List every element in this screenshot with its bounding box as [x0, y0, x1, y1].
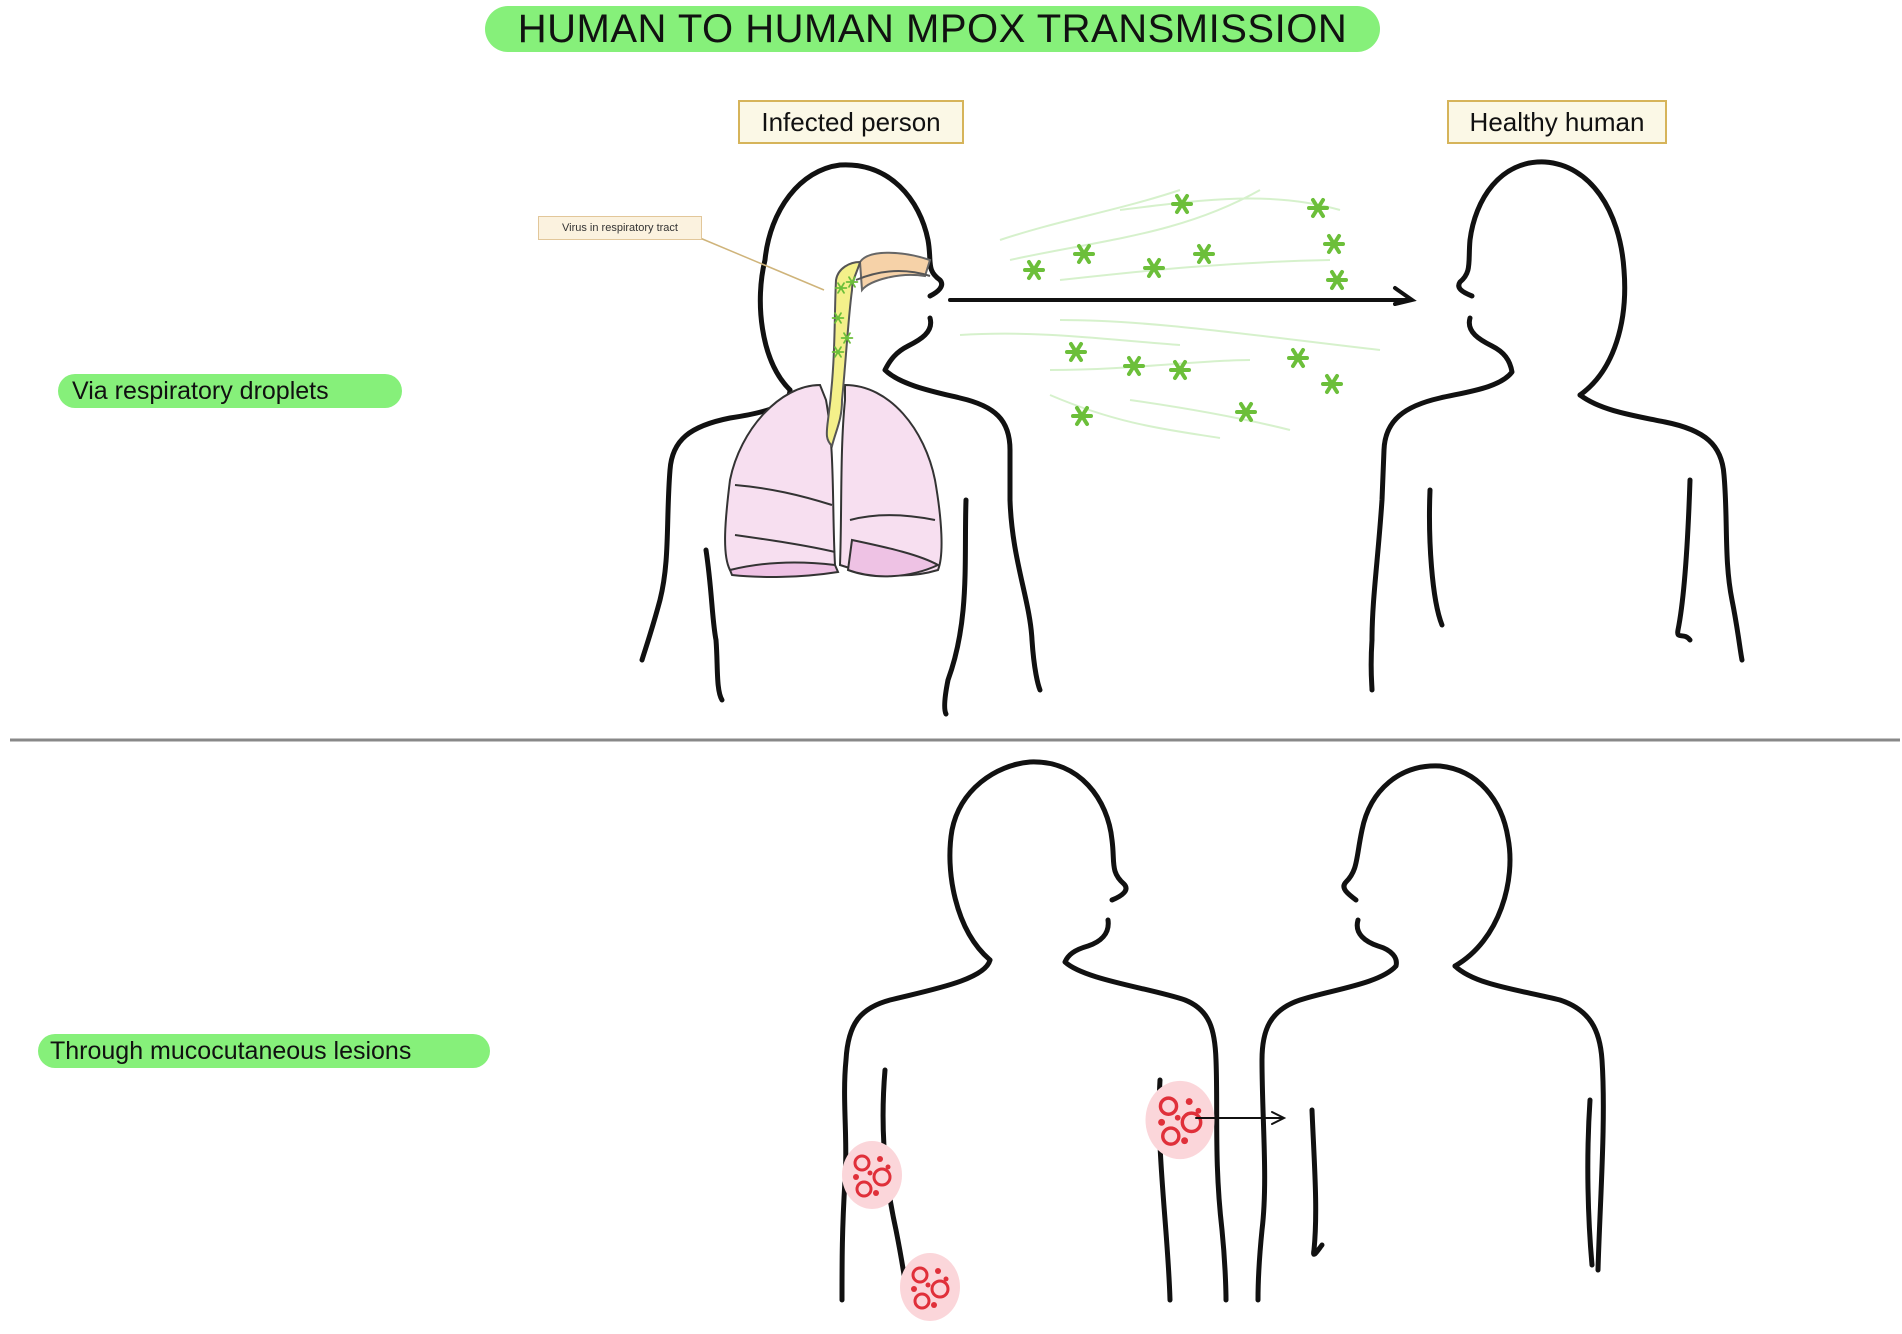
- healthy-person-lower-silhouette: [1255, 763, 1606, 1303]
- diagram-title: HUMAN TO HUMAN MPOX TRANSMISSION: [485, 6, 1380, 52]
- virus-respiratory-tract-label: Virus in respiratory tract: [538, 216, 702, 240]
- lungs: [724, 383, 943, 578]
- infected-person-silhouette: [639, 162, 1043, 717]
- infected-person-label: Infected person: [738, 100, 964, 144]
- infected-person-lower-silhouette: [839, 759, 1229, 1303]
- healthy-person-silhouette: [1368, 159, 1745, 693]
- contact-arrow: [1195, 1111, 1287, 1125]
- airway: [825, 251, 932, 448]
- healthy-human-label: Healthy human: [1447, 100, 1667, 144]
- route-label-droplets: Via respiratory droplets: [58, 374, 402, 408]
- droplet-wisps: [959, 189, 1381, 439]
- lesion-clusters: [840, 1079, 1217, 1323]
- route-label-lesions: Through mucocutaneous lesions: [38, 1034, 490, 1068]
- airborne-viruses: [1023, 194, 1348, 426]
- droplet-arrow: [948, 286, 1417, 306]
- virus-callout-line: [699, 237, 825, 291]
